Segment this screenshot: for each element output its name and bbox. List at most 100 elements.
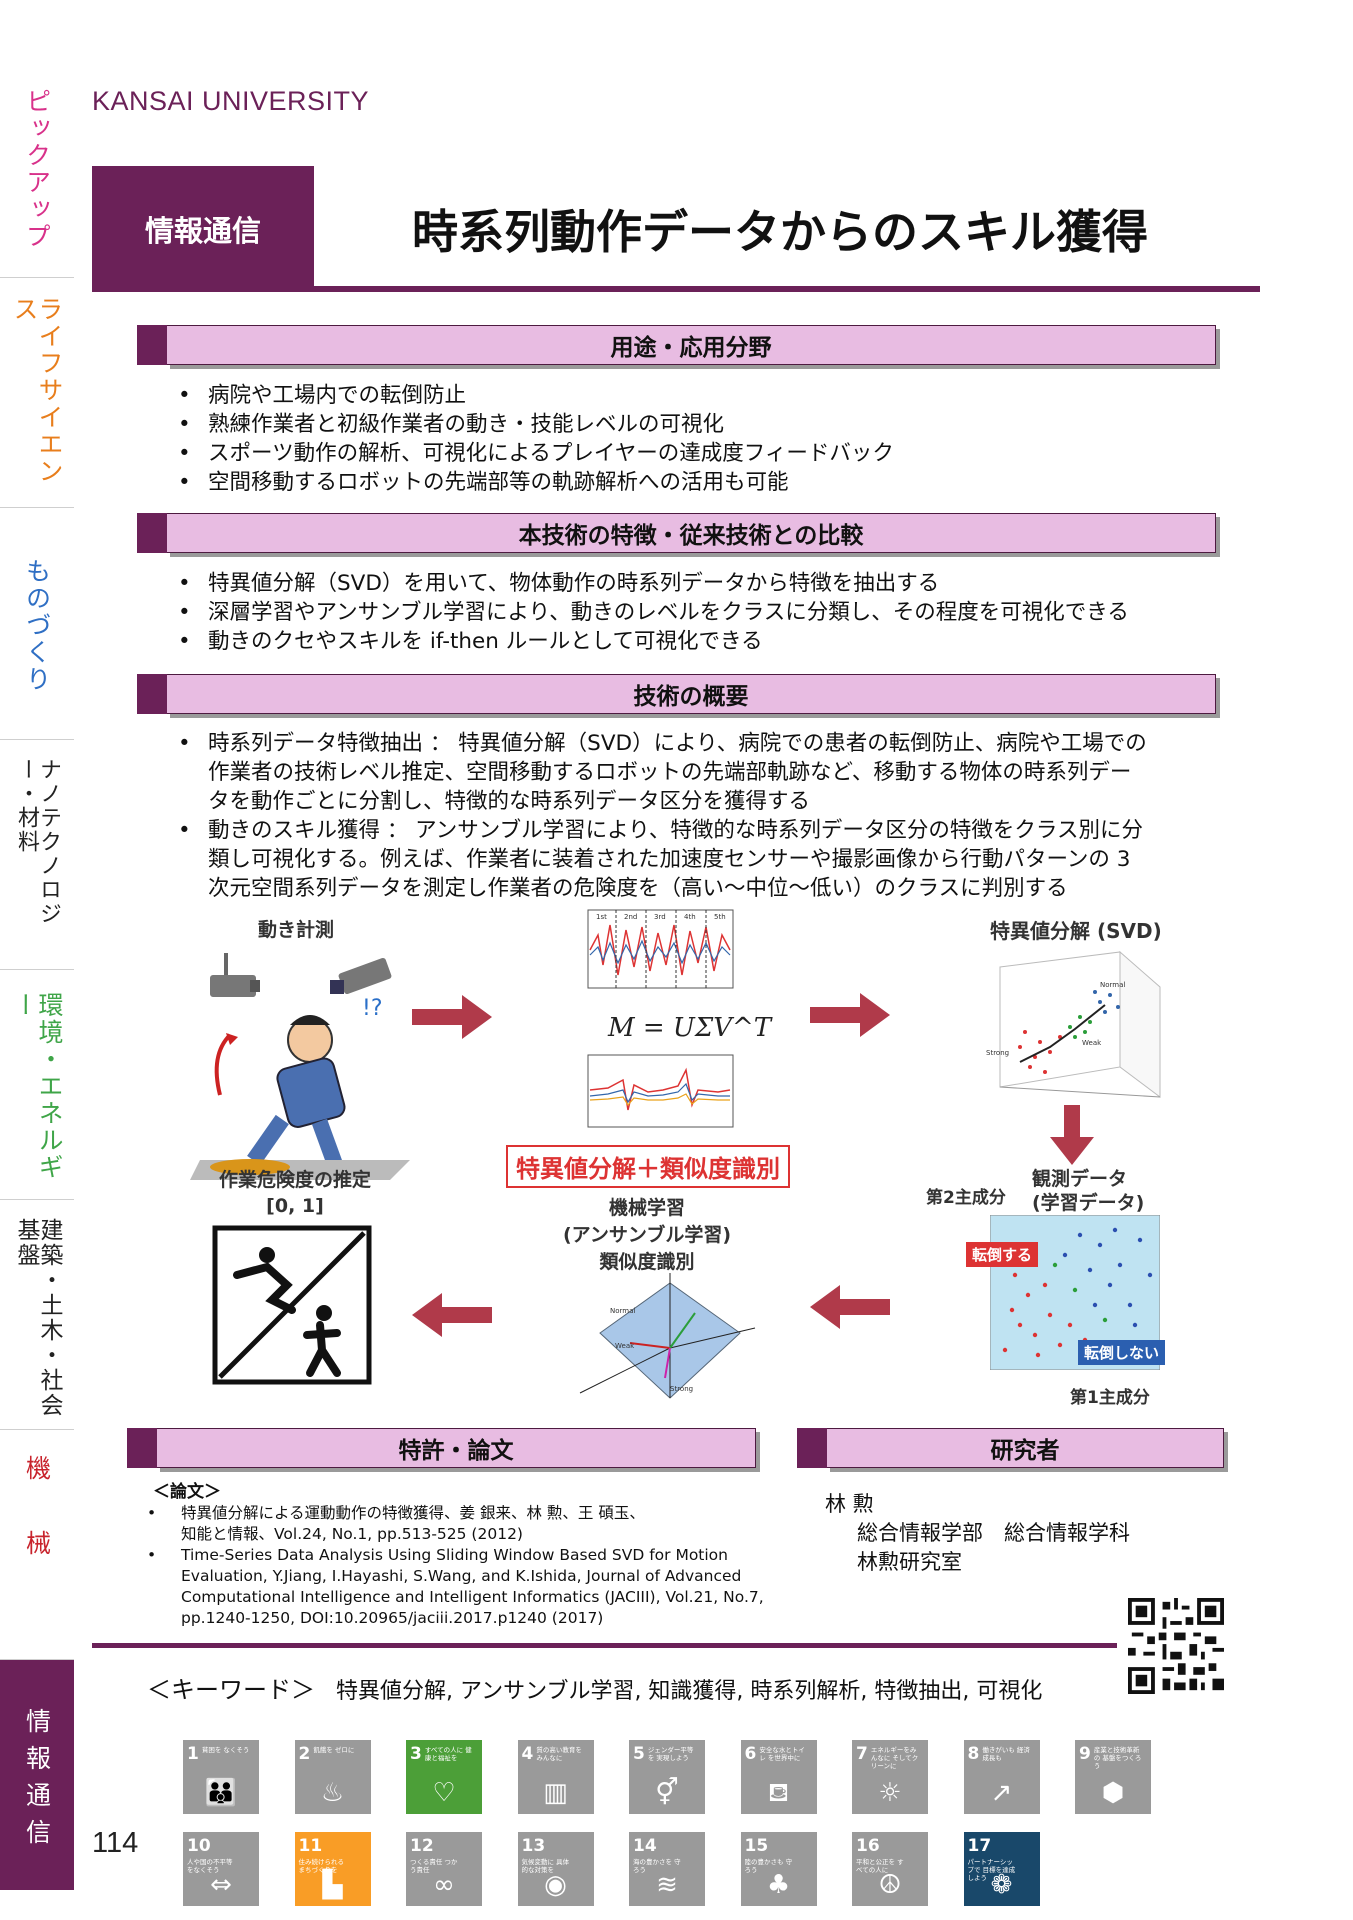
sidebar-item-label: ものづくり bbox=[22, 558, 52, 693]
list-line: タを動作ごとに分割し、特徴的な時系列データ区分を獲得する bbox=[208, 789, 811, 814]
sdg-label: すべての人に 健康と福祉を bbox=[424, 1746, 472, 1762]
pc2-label: 第2主成分 bbox=[926, 1188, 1006, 1208]
list-item: 動きのクセやスキルを if-then ルールとして可視化できる bbox=[174, 627, 1129, 656]
sdg-goal-14: 14海の豊かさを 守ろう≋ bbox=[629, 1832, 705, 1906]
list-line: 類し可視化する。例えば、作業者に装着された加速度センサーや撮影画像から行動パター… bbox=[208, 847, 1131, 872]
arrow-left-icon bbox=[810, 1285, 890, 1329]
overview-list: 時系列データ特徴抽出 ： 特異値分解（SVD）により、病院での患者の転倒防止、病… bbox=[174, 729, 1147, 903]
sdg-label: 飢餓を ゼロに bbox=[313, 1746, 355, 1754]
sdg-label: 気候変動に 具体的な対策を bbox=[521, 1858, 570, 1874]
university-name: KANSAI UNIVERSITY bbox=[92, 86, 370, 116]
sdg-label: 人や国の不平等 をなくそう bbox=[187, 1858, 233, 1874]
sdg-number: 17 bbox=[967, 1836, 992, 1856]
sdg-number: 12 bbox=[410, 1836, 434, 1856]
pc1-label: 第1主成分 bbox=[1070, 1388, 1150, 1408]
sdg-goal-13: 13 気候変動に 具体的な対策を◉ bbox=[517, 1832, 594, 1906]
label-line: 作業危険度の推定 bbox=[218, 1169, 371, 1191]
sdg-number: 5 bbox=[633, 1744, 645, 1764]
observed-data-label: 観測データ (学習データ) bbox=[1032, 1167, 1144, 1215]
list-item: スポーツ動作の解析、可視化によるプレイヤーの達成度フィードバック bbox=[174, 439, 894, 468]
sdg-number: 4 bbox=[521, 1744, 534, 1764]
sdg-label: 質の高い教育を みんなに bbox=[536, 1746, 582, 1762]
ml-label: 機械学習 (アンサンブル学習) 類似度識別 bbox=[562, 1195, 732, 1276]
label-line: [0, 1] bbox=[266, 1195, 324, 1217]
list-item: 特異値分解（SVD）を用いて、物体動作の時系列データから特徴を抽出する bbox=[174, 569, 1129, 598]
title-divider bbox=[92, 286, 1260, 292]
section-heading-researcher: 研究者 bbox=[797, 1428, 1224, 1468]
sdg-icon: ♨ bbox=[320, 1778, 345, 1808]
svd-title: 特異値分解 (SVD) bbox=[990, 919, 1162, 943]
sdg-icon: ☼ bbox=[878, 1778, 902, 1808]
list-item: Time-Series Data Analysis Using Sliding … bbox=[135, 1545, 775, 1629]
section-heading-overview: 技術の概要 bbox=[137, 674, 1216, 714]
sidebar-item-machine[interactable]: 機械 bbox=[0, 1430, 74, 1660]
sdg-icon: ⇔ bbox=[210, 1870, 232, 1900]
phase-label: 1st bbox=[596, 913, 607, 921]
sdg-number: 13 bbox=[521, 1836, 546, 1856]
risk-estimate-label: 作業危険度の推定 [0, 1] bbox=[210, 1167, 380, 1219]
sdg-icon: ⛾ bbox=[767, 1778, 790, 1808]
sdg-label: つくる責任 つかう責任 bbox=[410, 1858, 458, 1874]
sdg-label: 貧困を なくそう bbox=[201, 1746, 250, 1754]
sdg-number: 3 bbox=[410, 1744, 422, 1764]
list-item: 時系列データ特徴抽出 ： 特異値分解（SVD）により、病院での患者の転倒防止、病… bbox=[174, 729, 1147, 816]
sdg-number: 6 bbox=[744, 1744, 757, 1764]
camera-icon bbox=[330, 957, 392, 995]
sidebar-item-label: ライフサイエンス bbox=[10, 296, 64, 485]
svd-3d-scatter-chart: Normal Weak Strong bbox=[986, 950, 1161, 1098]
sidebar-item-architecture[interactable]: 建築・土木・社会基盤 bbox=[0, 1200, 74, 1430]
technology-diagram: 動き計測 !? 1st 2nd 3rd 4th 5th bbox=[190, 905, 1170, 1408]
label-line: 機械学習 bbox=[608, 1197, 685, 1219]
list-line: 知能と情報、Vol.24, No.1, pp.513-525 (2012) bbox=[181, 1525, 523, 1543]
sdg-label: エネルギーをみんなに そしてクリーンに bbox=[870, 1746, 919, 1770]
sdg-icon: ♡ bbox=[432, 1778, 456, 1808]
sdg-goal-16: 16平和と公正を すべての人に☮ bbox=[852, 1832, 928, 1906]
sidebar-item-pickup[interactable]: ピックアップ bbox=[0, 60, 74, 278]
sdg-icon: ∞ bbox=[433, 1870, 455, 1900]
svd-weak-label: Weak bbox=[1082, 1039, 1102, 1047]
sidebar-item-life-science[interactable]: ライフサイエンス bbox=[0, 278, 74, 508]
list-item: 空間移動するロボットの先端部等の軌跡解析への活用も可能 bbox=[174, 468, 894, 497]
phase-label: 4th bbox=[684, 913, 696, 921]
sidebar-item-nanotech[interactable]: ナノテクノロジー・材料 bbox=[0, 740, 74, 970]
phase-label: 3rd bbox=[654, 913, 666, 921]
motion-measure-label: 動き計測 bbox=[258, 919, 335, 941]
features-list: 特異値分解（SVD）を用いて、物体動作の時系列データから特徴を抽出する 深層学習… bbox=[174, 569, 1129, 656]
researcher-affiliation: 総合情報学部 総合情報学科 bbox=[857, 1521, 1130, 1545]
sidebar-item-environment[interactable]: 環境・エネルギー bbox=[0, 970, 74, 1200]
sidebar-item-monozukuri[interactable]: ものづくり bbox=[0, 508, 74, 740]
list-line: pp.1240-1250, DOI:10.20965/jaciii.2017.p… bbox=[181, 1609, 604, 1627]
camera-icon bbox=[210, 953, 260, 997]
sdg-number: 16 bbox=[856, 1836, 880, 1856]
keywords: ＜キーワード＞ 特異値分解, アンサンブル学習, 知識獲得, 時系列解析, 特徴… bbox=[147, 1670, 1042, 1705]
list-item: 病院や工場内での転倒防止 bbox=[174, 381, 894, 410]
paper-list: ＜論文＞ 特異値分解による運動動作の特徴獲得、姜 銀来、林 勲、王 碩玉、 知能… bbox=[135, 1482, 775, 1629]
list-item: 動きのスキル獲得 ： アンサンブル学習により、特徴的な時系列データ区分の特徴をク… bbox=[174, 816, 1147, 903]
sidebar-item-ict[interactable]: 情報通信 bbox=[0, 1660, 74, 1890]
sdg-icon: ◉ bbox=[544, 1870, 567, 1900]
sdg-icon: ☮ bbox=[878, 1870, 902, 1900]
label-line: (アンサンブル学習) bbox=[562, 1224, 732, 1246]
sdg-icon: ▙ bbox=[322, 1870, 343, 1900]
sdg-goal-12: 12 つくる責任 つかう責任∞ bbox=[406, 1832, 482, 1906]
no-fall-label: 転倒しない bbox=[1078, 1340, 1166, 1365]
sdg-number: 1 bbox=[187, 1744, 199, 1764]
svd-normal-label: Normal bbox=[1100, 981, 1125, 989]
sidebar-item-label: ナノテクノロジー・材料 bbox=[14, 758, 61, 926]
sdg-icon: 👪 bbox=[204, 1778, 238, 1808]
sdg-number: 7 bbox=[856, 1744, 868, 1764]
qr-code[interactable] bbox=[1128, 1598, 1224, 1694]
researcher-lab: 林勲研究室 bbox=[857, 1550, 962, 1574]
sdg-number: 10 bbox=[187, 1836, 211, 1856]
list-item: 熟練作業者と初級作業者の動き・技能レベルの可視化 bbox=[174, 410, 894, 439]
sdg-icon: ❁ bbox=[990, 1870, 1013, 1900]
list-line: 特異値分解による運動動作の特徴獲得、姜 銀来、林 勲、王 碩玉、 bbox=[181, 1504, 645, 1522]
sdg-icon: ⚥ bbox=[655, 1778, 679, 1808]
sdg-label: ジェンダー平等を 実現しよう bbox=[647, 1746, 694, 1762]
arrow-right-icon bbox=[412, 995, 492, 1039]
label-line: 類似度識別 bbox=[599, 1251, 695, 1273]
